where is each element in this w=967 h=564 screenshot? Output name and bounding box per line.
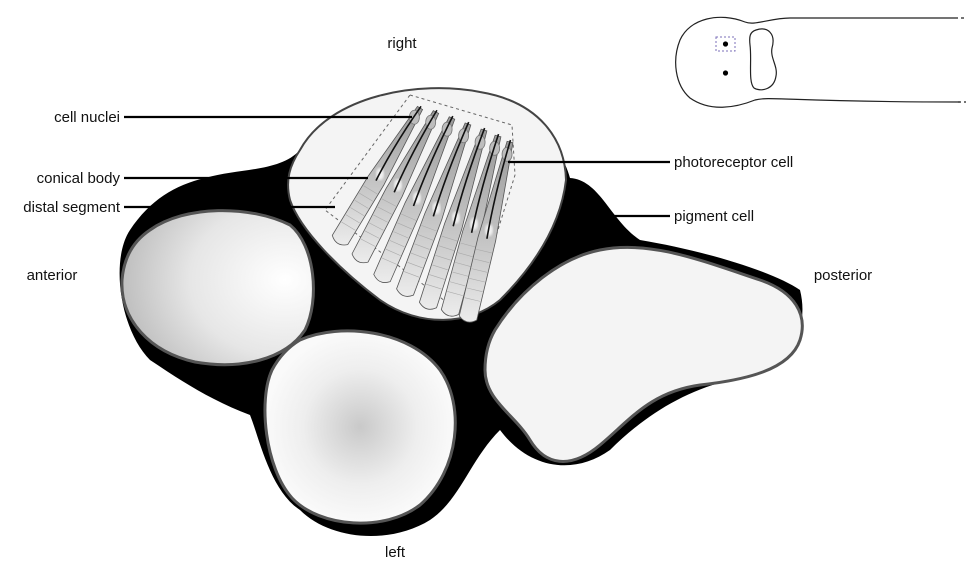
body-outline — [676, 17, 960, 107]
label-conical-body: conical body — [37, 170, 121, 187]
label-distal-segment: distal segment — [23, 199, 121, 216]
body-organ-outline — [750, 29, 777, 90]
anterior-cell — [122, 211, 314, 365]
label-pigment-cell: pigment cell — [674, 208, 754, 225]
eye-dot — [723, 41, 728, 46]
label-photoreceptor-cell: photoreceptor cell — [674, 154, 793, 171]
orientation-bottom: left — [385, 544, 406, 561]
orientation-right: posterior — [814, 267, 872, 284]
left-cell — [265, 331, 455, 523]
label-cell-nuclei: cell nuclei — [54, 109, 120, 126]
orientation-left: anterior — [27, 267, 78, 284]
eye-dot — [723, 70, 728, 75]
orientation-top: right — [387, 35, 417, 52]
body-overview-inset — [676, 17, 966, 107]
